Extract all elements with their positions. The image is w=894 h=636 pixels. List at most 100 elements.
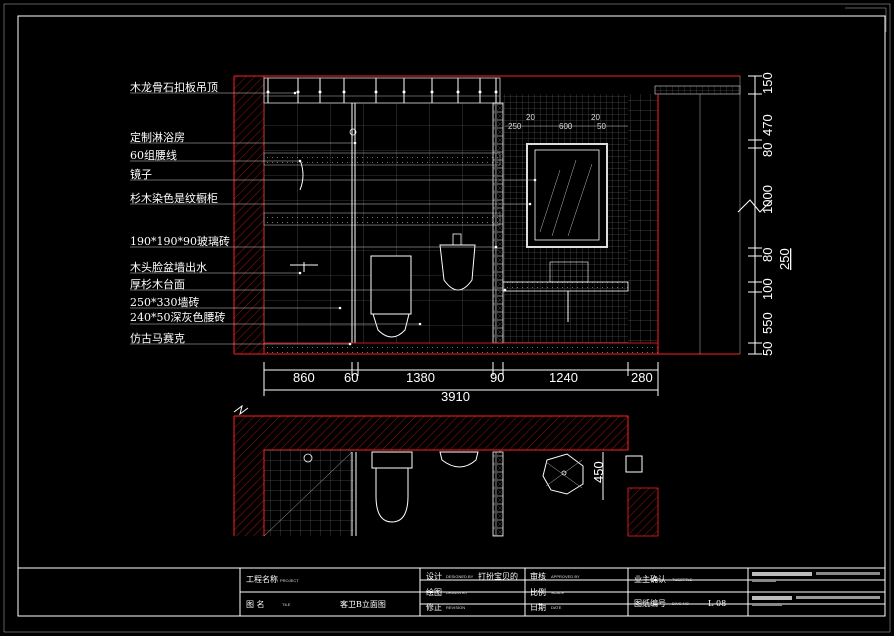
plan-shower-glass: [351, 452, 357, 536]
ceiling-hanger: [430, 90, 434, 94]
number-en: DWG NO: [672, 601, 689, 606]
shower-head: [349, 128, 357, 136]
plan-left-wall: [234, 450, 264, 536]
waist-line-upper: [263, 152, 501, 166]
drawn-label: 绘图: [426, 587, 442, 597]
plan-basin-cross: [545, 459, 583, 489]
note-scribble-6: [752, 603, 782, 606]
leader-dot: [418, 322, 422, 326]
ceiling-joists: [266, 78, 498, 103]
scale-en: SCALE: [551, 590, 564, 595]
mirror-dimensions: 250 20 600 20 50: [505, 113, 628, 131]
dim-1240: 1240: [549, 370, 578, 385]
plan-view: 450: [233, 404, 659, 537]
plan-toilet-bowl: [375, 467, 409, 523]
dim-lines: [264, 369, 658, 391]
ceiling-board: [263, 77, 501, 104]
bottom-dimensions: 860 60 1380 90 1240 280 3910: [263, 362, 659, 404]
dim-60: 60: [344, 370, 358, 385]
label-wall-tile: 250*330墙砖: [130, 295, 200, 309]
shower-hose: [299, 159, 304, 191]
dim-total: 3910: [441, 389, 470, 404]
plan-toilet-tank: [371, 451, 413, 469]
label-ceiling: 木龙骨石扣板吊顶: [130, 80, 218, 94]
right-dimensions: 150 470 80 1000 80 250 100 550 50: [737, 72, 792, 356]
design-label: 设计: [426, 571, 442, 581]
dim-1380: 1380: [406, 370, 435, 385]
label-waist-line: 60组腰线: [130, 148, 177, 162]
mirror-dim-1: 20: [526, 113, 535, 122]
leader-dot: [528, 202, 532, 206]
dim-v-250: 250: [777, 248, 792, 270]
ceiling-strip: [264, 95, 500, 104]
material-labels: 木龙骨石扣板吊顶 定制淋浴房 60组腰线 镜子 杉木染色是纹橱柜 190*190…: [130, 80, 230, 345]
leader-dot: [353, 141, 357, 145]
plan-top-wall: [234, 416, 628, 450]
dim-280: 280: [631, 370, 653, 385]
label-waist-tile: 240*50深灰色腰砖: [130, 310, 226, 324]
break-mark: [737, 199, 773, 213]
dim-v-80b: 80: [760, 248, 775, 262]
number-value: L-08: [708, 599, 726, 608]
leader-dot: [293, 91, 297, 95]
plan-dim-450: 450: [591, 461, 606, 483]
notes-block: [752, 572, 880, 606]
ceiling-hanger: [478, 90, 482, 94]
leader-dot: [348, 342, 352, 346]
label-countertop: 厚杉木台面: [130, 277, 185, 291]
drawing-en: TILE: [282, 602, 291, 607]
ceiling-hanger: [318, 90, 322, 94]
outer-frame: [3, 3, 891, 633]
plan-shower-diagonal: [263, 451, 353, 537]
number-label: 图纸编号: [634, 598, 666, 608]
note-scribble-2: [752, 579, 776, 582]
note-scribble-1: [752, 572, 812, 576]
plan-right-wall: [627, 487, 659, 537]
ceiling-hanger: [296, 90, 300, 94]
leader-dot: [338, 306, 342, 310]
revise-label: 修正: [426, 602, 442, 612]
title-block: 工程名称 PROJECT 图 名 TILE 客卫B立面图 设计 DESIGNED…: [17, 567, 886, 617]
label-mosaic: 仿古马赛克: [130, 331, 185, 345]
toilet-tank: [370, 255, 412, 315]
plan-cabinet: [625, 455, 643, 473]
designer-name: 打扮宝贝的: [478, 571, 518, 581]
dim-v-550: 550: [760, 312, 775, 334]
drawing-name: 客卫B立面图: [340, 599, 386, 609]
floor-mosaic: [263, 342, 659, 355]
note-scribble-4: [752, 596, 792, 600]
dim-v-470: 470: [760, 114, 775, 136]
ceiling-hanger: [456, 90, 460, 94]
label-basin-outlet: 木头脸盆墙出水: [130, 260, 207, 274]
ceiling-hanger: [342, 90, 346, 94]
waist-line-lower: [263, 212, 501, 226]
mirror-glare: [539, 159, 593, 237]
mirror-dim-3: 20: [591, 113, 600, 122]
elevation-view: [233, 75, 741, 355]
owner-en: TUESTTLE: [672, 577, 693, 582]
plan-break-mark: [233, 404, 249, 416]
mirror-dim-0: 250: [508, 122, 522, 131]
label-glass-brick: 190*190*90玻璃砖: [130, 234, 230, 248]
leader-dot: [298, 271, 302, 275]
dim-v-1000: 1000: [760, 185, 775, 214]
vanity-top: [502, 281, 629, 292]
leader-dot: [494, 245, 498, 249]
mirror-dim-4: 50: [597, 122, 606, 131]
corner-mark: [845, 7, 887, 32]
glass-block-column: [492, 102, 504, 344]
drawn-en: DRAWN BY: [446, 590, 468, 595]
note-scribble-3: [816, 572, 880, 575]
owner-label: 业主确认: [634, 574, 666, 584]
ceiling-hanger: [374, 90, 378, 94]
plan-glass-block: [492, 451, 504, 537]
shower-mixer: [290, 262, 318, 272]
leader-lines: [130, 91, 537, 346]
design-en: DESIGNED BY: [446, 574, 474, 579]
dim-ticks: [263, 362, 659, 396]
right-dim-ticks: [748, 75, 762, 355]
dim-v-50: 50: [760, 342, 775, 356]
label-shower-room: 定制淋浴房: [130, 130, 185, 144]
ceiling-hanger: [402, 90, 406, 94]
ceiling-hanger: [494, 90, 498, 94]
